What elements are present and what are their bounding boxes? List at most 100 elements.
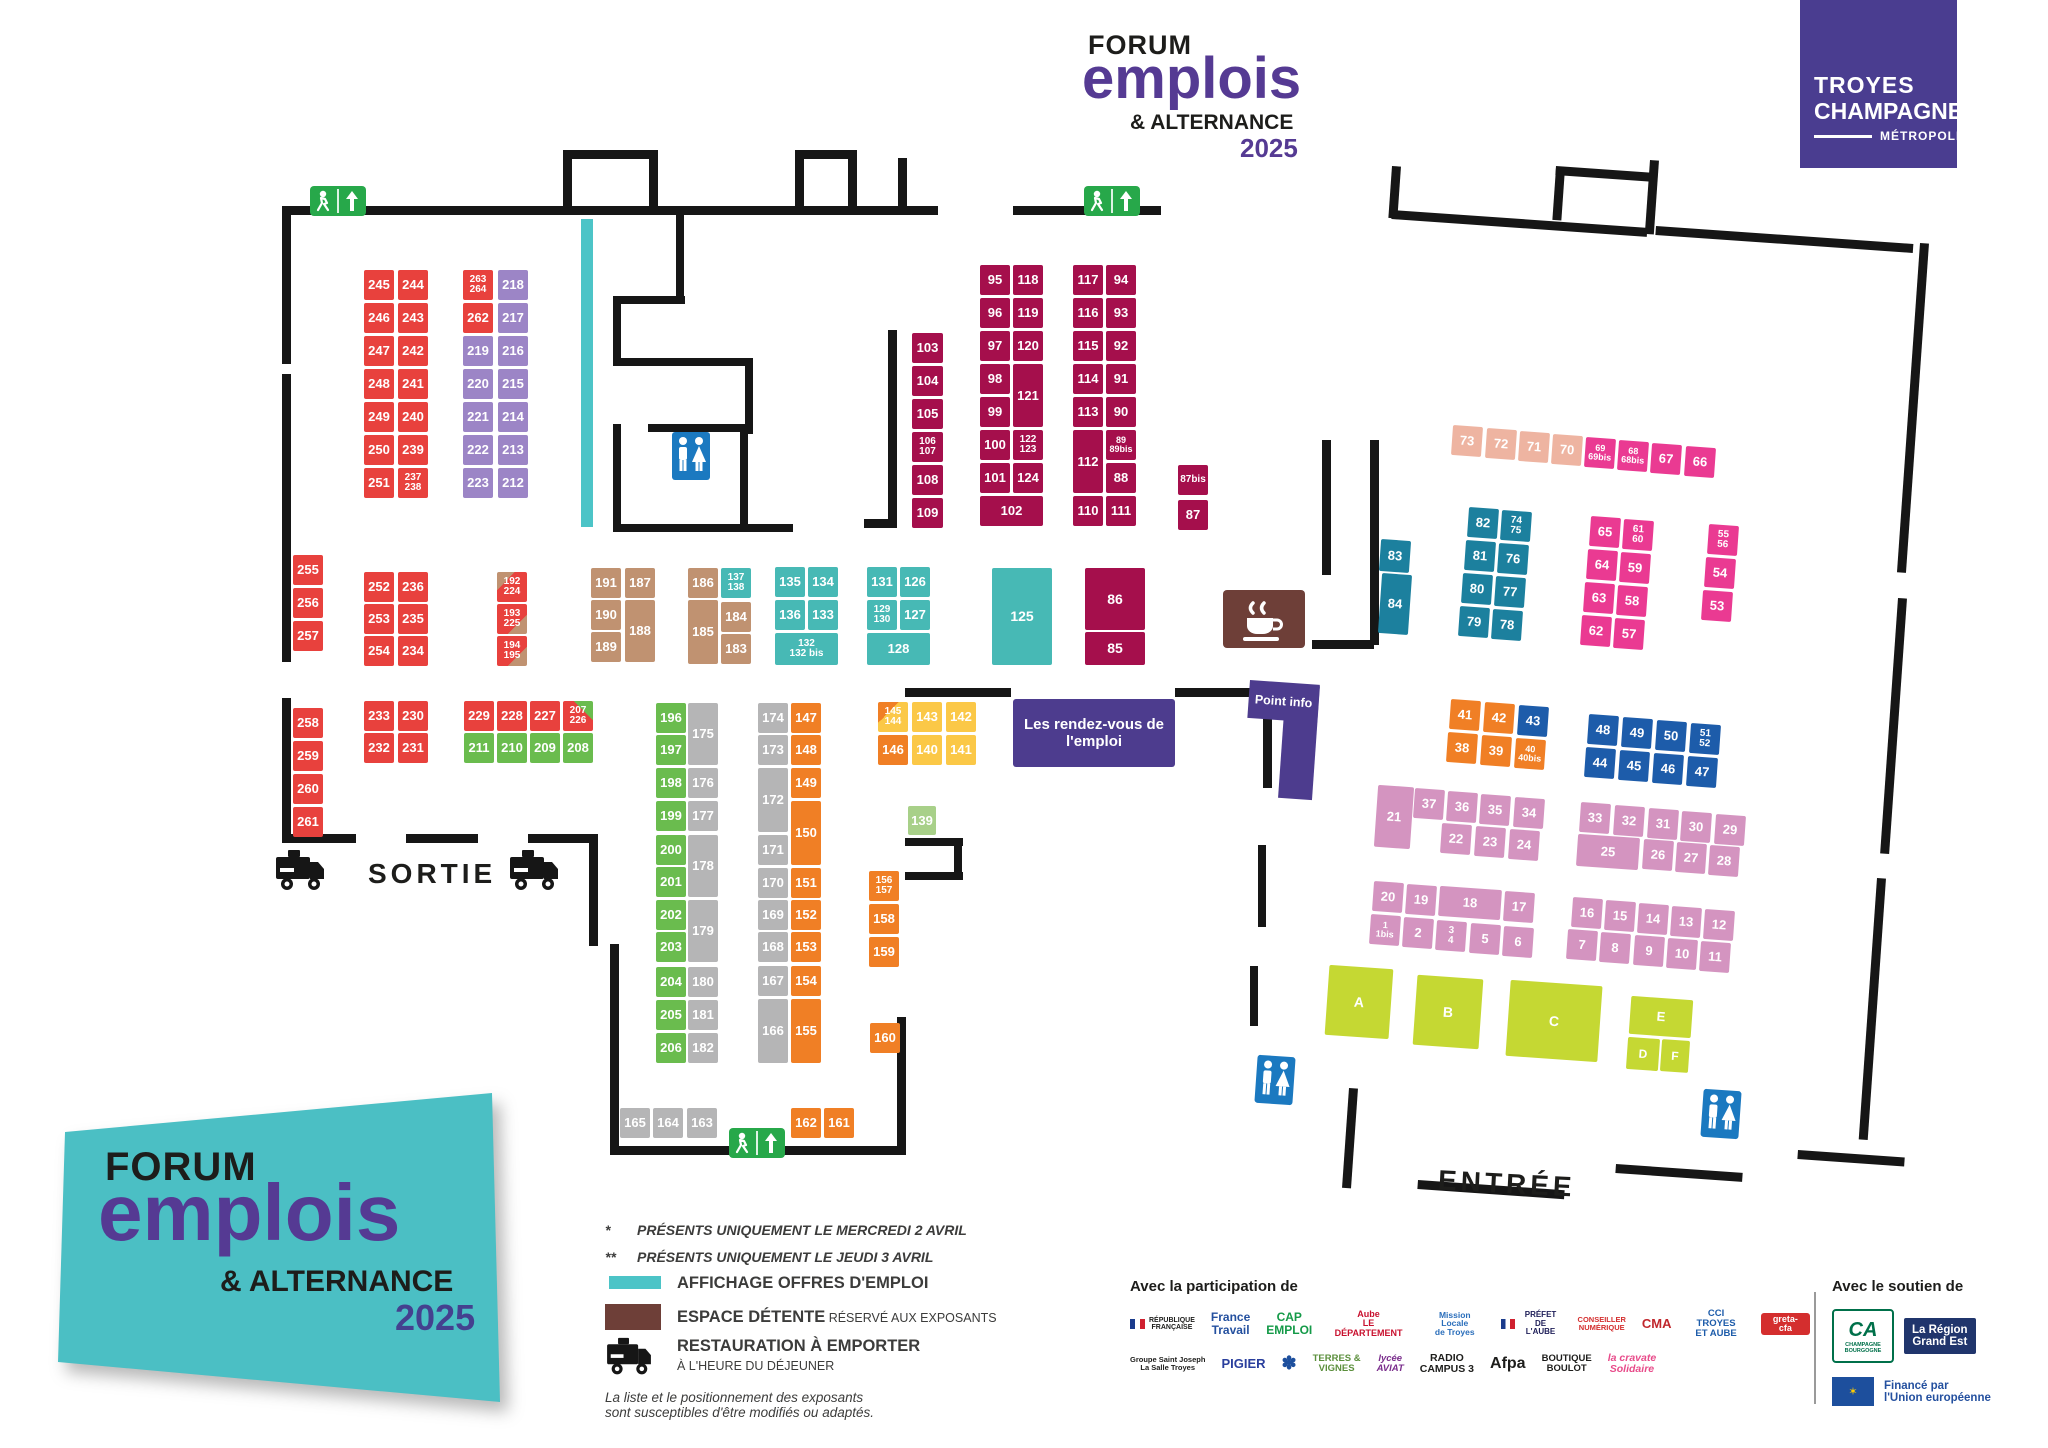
booth-87bis: 87bis [1178, 465, 1208, 495]
food-truck-icon [274, 848, 326, 894]
booth-229: 229 [464, 701, 494, 731]
wall-segment [649, 150, 658, 212]
booth-150: 150 [791, 801, 821, 865]
booth-7: 7 [1565, 928, 1599, 962]
big-logo-emplois: emplois [98, 1168, 401, 1257]
booth-41: 41 [1448, 698, 1482, 732]
booth-171: 171 [758, 835, 788, 865]
booth-D: D [1625, 1036, 1661, 1072]
booth-142: 142 [946, 702, 976, 732]
booth-263-264: 263 264 [463, 270, 493, 300]
sponsor-logo: CMA [1641, 1316, 1672, 1332]
booth-25: 25 [1575, 833, 1641, 871]
booth-133: 133 [808, 600, 838, 630]
booth-223: 223 [463, 468, 493, 498]
booth-11: 11 [1698, 940, 1732, 974]
booth-244: 244 [398, 270, 428, 300]
wall-segment [1555, 166, 1658, 183]
booth-119: 119 [1013, 298, 1043, 328]
wall-segment [582, 206, 804, 215]
booth-29: 29 [1713, 813, 1747, 847]
event-logo-big-background [58, 1093, 500, 1402]
tcm-rule [1814, 135, 1872, 138]
booth-1-1bis: 1 1bis [1368, 913, 1402, 947]
booth-77: 77 [1493, 575, 1527, 609]
booth-79: 79 [1457, 605, 1491, 639]
booth-46: 46 [1651, 752, 1685, 786]
toilets-icon [672, 432, 710, 480]
sponsor-logo: TERRES & VIGNES [1312, 1352, 1361, 1374]
sponsor-logo: CONSEILLER NUMÉRIQUE [1577, 1315, 1626, 1332]
legend-espace-sub: RÉSERVÉ AUX EXPOSANTS [825, 1311, 997, 1325]
wall-segment [1615, 1164, 1743, 1182]
booth-222: 222 [463, 435, 493, 465]
big-logo-alternance: & ALTERNANCE [220, 1265, 454, 1298]
booth-154: 154 [791, 966, 821, 996]
booth-95: 95 [980, 265, 1010, 295]
booth-105: 105 [912, 399, 943, 429]
sponsor-logo: PRÉFET DE L'AUBE [1500, 1311, 1562, 1336]
tcm-line1: TROYES [1814, 72, 1915, 98]
booth-48: 48 [1586, 713, 1620, 747]
sponsor-logo: Aube LE DÉPARTEMENT [1334, 1308, 1403, 1338]
sponsors-divider [1814, 1292, 1816, 1404]
ca-subtext: CHAMPAGNE BOURGOGNE [1844, 1341, 1882, 1354]
booth-113: 113 [1073, 397, 1103, 427]
sponsors-participation: Avec la participation de RÉPUBLIQUE FRAN… [1130, 1278, 1811, 1375]
sponsor-logo: la cravate Solidaire [1607, 1351, 1657, 1375]
wall-segment [848, 150, 857, 212]
participation-label: Avec la participation de [1130, 1278, 1298, 1295]
legend-resto-sub: À L'HEURE DU DÉJEUNER [677, 1359, 835, 1373]
booth-76: 76 [1496, 542, 1530, 576]
wall-segment [282, 206, 582, 215]
booth-258: 258 [293, 708, 323, 738]
sponsor-logo: RÉPUBLIQUE FRANÇAISE [1130, 1317, 1195, 1332]
booth-63: 63 [1582, 581, 1616, 615]
booth-206: 206 [656, 1033, 686, 1063]
credit-agricole-logo: CA CHAMPAGNE BOURGOGNE [1832, 1309, 1894, 1363]
booth-179: 179 [688, 900, 718, 962]
booth-127: 127 [900, 600, 930, 630]
booth-68-68bis: 68 68bis [1616, 439, 1650, 473]
booth-161: 161 [824, 1108, 854, 1138]
booth-163: 163 [687, 1108, 717, 1138]
wall-segment [282, 206, 291, 364]
booth-139: 139 [908, 806, 936, 835]
booth-45: 45 [1617, 749, 1651, 783]
big-logo-forum: FORUM [105, 1145, 257, 1189]
booth-116: 116 [1073, 298, 1103, 328]
espace-detente-coffee-icon [1223, 590, 1305, 648]
booth-80: 80 [1460, 572, 1494, 606]
wall-segment [740, 430, 748, 528]
booth-209: 209 [530, 733, 560, 763]
booth-122-123: 122 123 [1013, 430, 1043, 460]
booth-140: 140 [912, 735, 942, 765]
wall-segment [1258, 845, 1266, 927]
booth-172: 172 [758, 768, 788, 832]
eu-flag-icon [1832, 1377, 1874, 1406]
booth-201: 201 [656, 867, 686, 897]
wall-segment [905, 688, 1011, 697]
legend-affichage-swatch [609, 1276, 661, 1289]
booth-61-60: 61 60 [1621, 518, 1655, 552]
booth-220: 220 [463, 369, 493, 399]
booth-73: 73 [1450, 424, 1484, 458]
tcm-line3: MÉTROPOLE [1880, 129, 1966, 143]
booth-110: 110 [1073, 496, 1103, 526]
booth-178: 178 [688, 835, 718, 897]
legend-star2: ** [605, 1249, 616, 1265]
wall-segment [1655, 226, 1914, 253]
booth-169: 169 [758, 900, 788, 930]
legend-espace-swatch [605, 1304, 661, 1330]
booth-65: 65 [1588, 515, 1622, 549]
booth-98: 98 [980, 364, 1010, 394]
wall-segment [1644, 160, 1659, 235]
event-logo-emplois: emplois [1082, 46, 1302, 111]
booth-54: 54 [1703, 556, 1737, 590]
booth-214: 214 [498, 402, 528, 432]
booth-247: 247 [364, 336, 394, 366]
wall-segment [282, 834, 356, 843]
booth-194-195: 194 195 [497, 636, 527, 666]
